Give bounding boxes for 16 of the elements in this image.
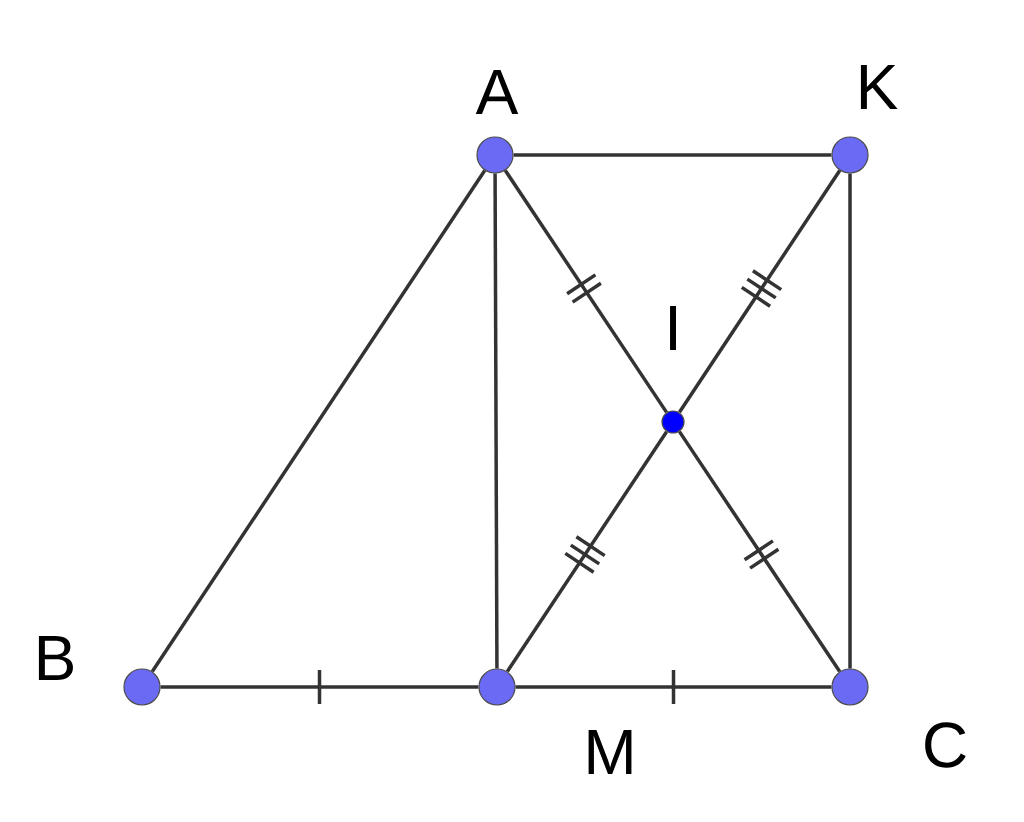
line-segment [677, 169, 842, 414]
line-segment [515, 685, 832, 689]
line-segment [505, 430, 669, 673]
point-label: A [475, 70, 519, 114]
point-label: B [38, 636, 73, 680]
point-label: C [925, 722, 966, 768]
line-segment [493, 173, 499, 669]
line-segment [150, 169, 487, 673]
line-segment [513, 153, 832, 157]
line-segment [160, 685, 479, 689]
line-segment [503, 169, 669, 414]
line-segment [848, 173, 852, 669]
point-label: K [860, 65, 898, 109]
point-label: M [588, 730, 632, 775]
line-segment [678, 430, 842, 673]
point-label: I [670, 306, 676, 350]
